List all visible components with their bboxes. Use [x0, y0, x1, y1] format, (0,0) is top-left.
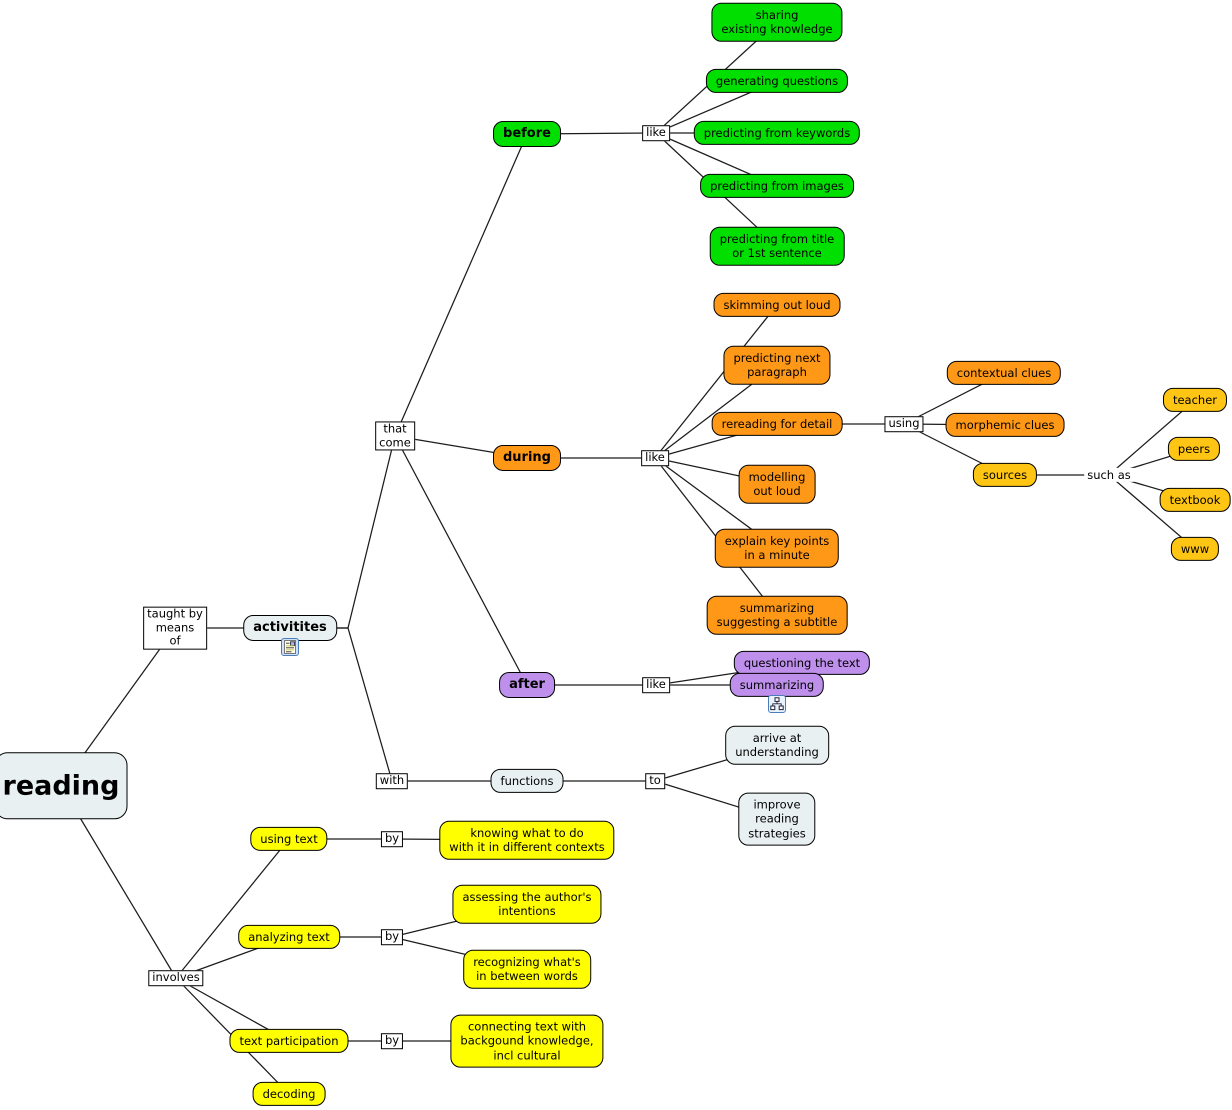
edge-activitites--that-come: [290, 435, 396, 629]
concept-before[interactable]: before: [493, 120, 561, 148]
concept-improve-reading-strategies[interactable]: improve reading strategies: [738, 792, 816, 846]
concept-assessing-authors-intentions[interactable]: assessing the author's intentions: [452, 884, 602, 924]
concept-predicting-from-images[interactable]: predicting from images: [700, 173, 854, 199]
concept-predicting-next-paragraph[interactable]: predicting next paragraph: [723, 345, 831, 385]
concept-arrive-at-understanding[interactable]: arrive at understanding: [725, 725, 829, 765]
concept-text-participation[interactable]: text participation: [229, 1028, 349, 1054]
concept-contextual-clues[interactable]: contextual clues: [946, 360, 1062, 386]
concept-morphemic-clues[interactable]: morphemic clues: [945, 412, 1065, 438]
linking-phrase-such-as[interactable]: such as: [1084, 467, 1134, 483]
concept-rereading-for-detail[interactable]: rereading for detail: [711, 411, 843, 437]
linking-phrase-like-1[interactable]: like: [642, 125, 670, 141]
concept-decoding[interactable]: decoding: [252, 1081, 326, 1107]
concept-teacher[interactable]: teacher: [1162, 387, 1228, 413]
edge-involves--using-text: [175, 838, 290, 979]
edge-such-as--www: [1108, 474, 1196, 550]
edge-that-come--after: [394, 435, 528, 686]
concept-summarizing[interactable]: summarizing: [729, 672, 825, 698]
concept-peers[interactable]: peers: [1167, 436, 1221, 462]
concept-explain-key-points[interactable]: explain key points in a minute: [714, 528, 840, 568]
concept-textbook[interactable]: textbook: [1159, 487, 1231, 513]
document-icon[interactable]: [281, 638, 299, 656]
linking-phrase-by-1[interactable]: by: [380, 831, 404, 847]
linking-phrase-by-2[interactable]: by: [380, 929, 404, 945]
linking-phrase-like-3[interactable]: like: [642, 677, 670, 693]
edge-such-as--teacher: [1108, 399, 1196, 476]
concept-questioning-the-text[interactable]: questioning the text: [733, 650, 871, 676]
concept-predicting-from-title[interactable]: predicting from title or 1st sentence: [709, 226, 845, 266]
concept-knowing-what-to-do[interactable]: knowing what to do with it in different …: [439, 820, 615, 860]
concept-sources[interactable]: sources: [972, 462, 1038, 488]
linking-phrase-like-2[interactable]: like: [641, 450, 669, 466]
concept-reading[interactable]: reading: [0, 752, 128, 820]
concept-generating-questions[interactable]: generating questions: [705, 68, 849, 94]
edge-like-2--skimming-out-loud: [654, 304, 778, 459]
concept-recognizing-between-words[interactable]: recognizing what's in between words: [463, 949, 591, 989]
concept-activitites[interactable]: activitites: [243, 614, 337, 642]
edge-activitites--with: [290, 627, 393, 782]
edge-that-come--before: [394, 133, 528, 437]
linking-phrase-by-3[interactable]: by: [380, 1033, 404, 1049]
concept-during[interactable]: during: [493, 444, 561, 472]
concept-analyzing-text[interactable]: analyzing text: [238, 924, 340, 950]
linking-phrase-involves[interactable]: involves: [148, 970, 204, 986]
tree-diagram-icon[interactable]: [768, 695, 786, 713]
linking-phrase-using[interactable]: using: [884, 416, 924, 432]
concept-after[interactable]: after: [499, 671, 555, 699]
concept-functions[interactable]: functions: [490, 768, 564, 794]
concept-sharing-existing-knowledge[interactable]: sharing existing knowledge: [711, 2, 843, 42]
concept-modelling-out-loud[interactable]: modelling out loud: [738, 464, 816, 504]
concept-predicting-from-keywords[interactable]: predicting from keywords: [693, 120, 861, 146]
concept-using-text[interactable]: using text: [250, 826, 328, 852]
linking-phrase-with[interactable]: with: [375, 773, 409, 789]
concept-skimming-out-loud[interactable]: skimming out loud: [713, 292, 841, 318]
linking-phrase-to[interactable]: to: [645, 773, 665, 789]
concept-summarizing-suggesting-subtitle[interactable]: summarizing suggesting a subtitle: [706, 595, 848, 635]
concept-connecting-text[interactable]: connecting text with backgound knowledge…: [450, 1014, 604, 1068]
concept-www[interactable]: www: [1170, 536, 1220, 562]
linking-phrase-that-come[interactable]: that come: [375, 421, 415, 451]
linking-phrase-taught-by-means-of[interactable]: taught by means of: [143, 606, 207, 650]
